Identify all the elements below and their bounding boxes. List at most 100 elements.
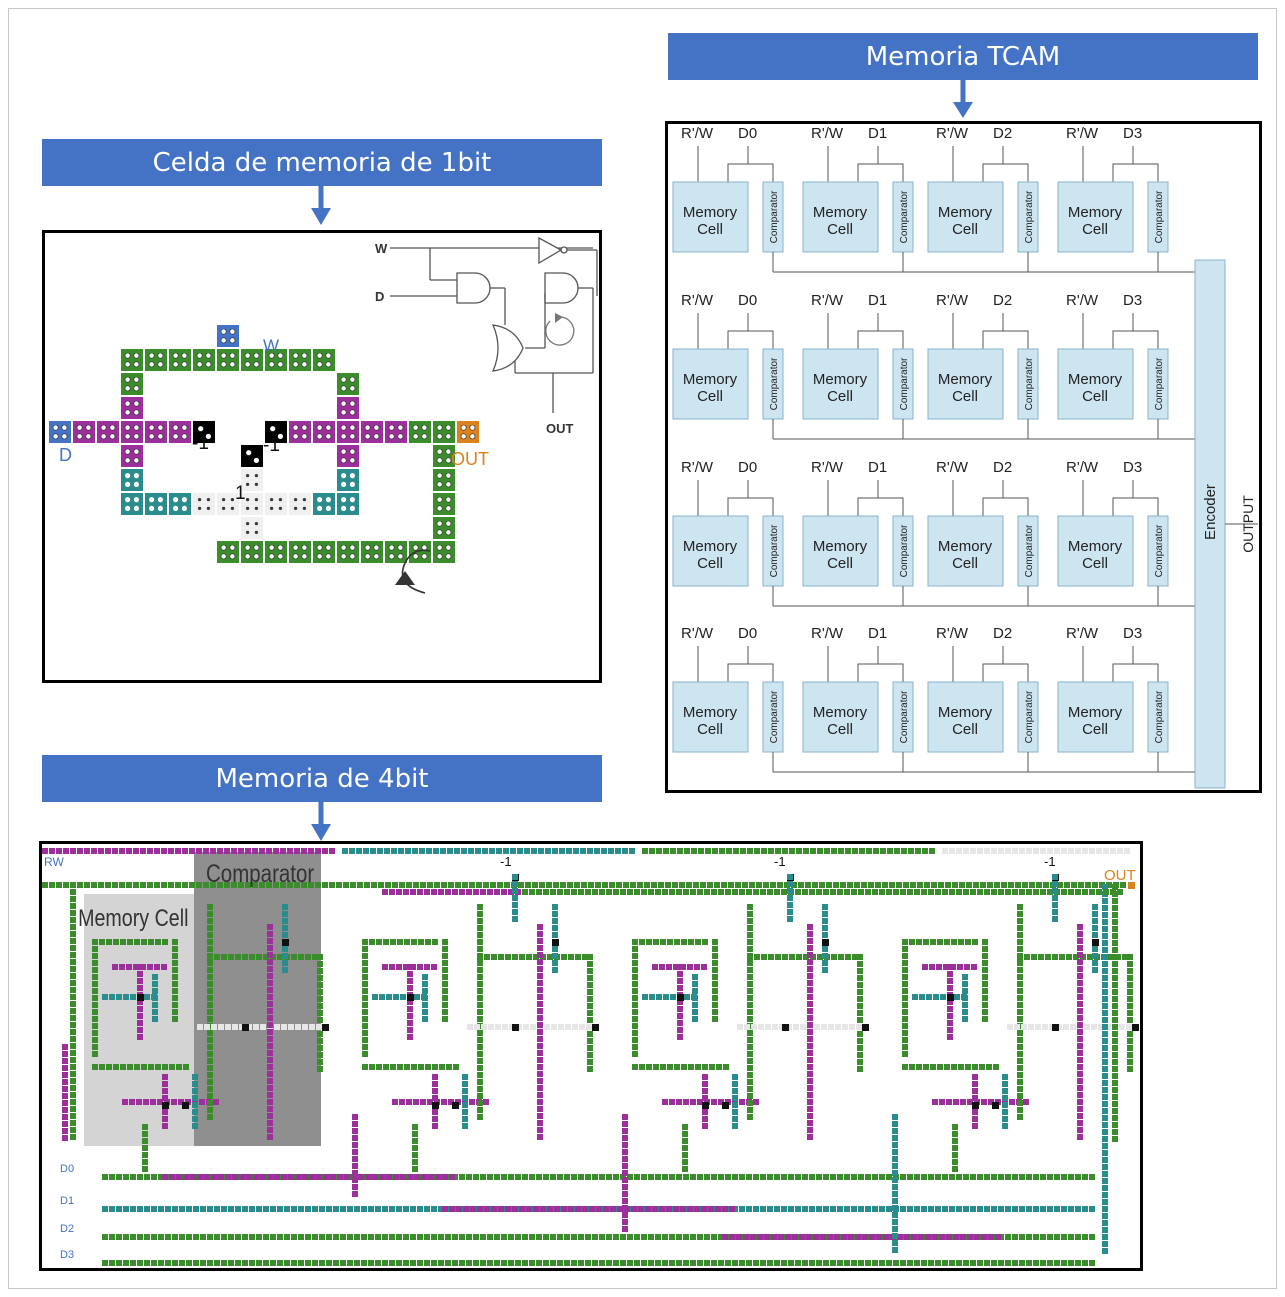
wire-pixel bbox=[537, 1085, 543, 1091]
wire-pixel bbox=[965, 939, 971, 945]
wire-pixel bbox=[106, 1064, 112, 1070]
wire-pixel bbox=[585, 1234, 591, 1240]
wire-pixel bbox=[652, 1206, 658, 1212]
wire-pixel bbox=[854, 882, 860, 888]
wire-pixel bbox=[925, 1234, 931, 1240]
wire-pixel bbox=[477, 1206, 483, 1212]
wire-pixel bbox=[386, 1174, 392, 1180]
wire-pixel bbox=[424, 1206, 430, 1212]
wire-pixel bbox=[419, 848, 425, 854]
wire-pixel bbox=[683, 889, 689, 895]
grid-tile bbox=[193, 349, 215, 371]
wire-pixel bbox=[902, 1044, 908, 1050]
wire-pixel bbox=[1102, 926, 1108, 932]
wire-pixel bbox=[116, 1260, 122, 1266]
wire-pixel bbox=[70, 1043, 76, 1049]
wire-pixel bbox=[781, 1174, 787, 1180]
grid-dot bbox=[61, 424, 68, 431]
wire-pixel bbox=[1061, 848, 1067, 854]
rw-label: R'/W bbox=[936, 625, 969, 642]
wire-pixel bbox=[1054, 1174, 1060, 1180]
wire-pixel bbox=[356, 848, 362, 854]
wire-pixel bbox=[62, 1100, 68, 1106]
wire-pixel bbox=[732, 1109, 738, 1115]
wire-pixel bbox=[746, 889, 752, 895]
grid-dot bbox=[364, 553, 371, 560]
wire-pixel bbox=[810, 848, 816, 854]
wire-pixel bbox=[352, 1191, 358, 1197]
wire-pixel bbox=[442, 960, 448, 966]
wire-pixel bbox=[411, 939, 417, 945]
wire-pixel bbox=[830, 1206, 836, 1212]
wire-pixel bbox=[1077, 1064, 1083, 1070]
wire-pixel bbox=[446, 1064, 452, 1070]
wire-pixel bbox=[677, 999, 683, 1005]
wire-pixel bbox=[277, 1234, 283, 1240]
wire-pixel bbox=[382, 1260, 388, 1266]
wire-pixel bbox=[428, 1174, 434, 1180]
wire-pixel bbox=[362, 1016, 368, 1022]
wire-pixel bbox=[442, 953, 448, 959]
gate-pixel bbox=[282, 939, 289, 946]
wire-pixel bbox=[204, 1174, 210, 1180]
grid-dot bbox=[340, 553, 347, 560]
wire-pixel bbox=[207, 1030, 213, 1036]
wire-pixel bbox=[617, 1206, 623, 1212]
wire-pixel bbox=[723, 1064, 729, 1070]
wire-pixel bbox=[432, 1074, 438, 1080]
wire-pixel bbox=[718, 1174, 724, 1180]
wire-pixel bbox=[1017, 1107, 1023, 1113]
wire-pixel bbox=[529, 889, 535, 895]
wire-pixel bbox=[536, 889, 542, 895]
wire-pixel bbox=[702, 1109, 708, 1115]
wire-pixel bbox=[830, 1174, 836, 1180]
memory-cell-label-line2: Cell bbox=[952, 388, 978, 405]
wire-pixel bbox=[362, 967, 368, 973]
wire-pixel bbox=[379, 994, 385, 1000]
wire-pixel bbox=[972, 1123, 978, 1129]
wire-pixel bbox=[972, 1064, 978, 1070]
wire-pixel bbox=[207, 932, 213, 938]
wire-pixel bbox=[196, 882, 202, 888]
wire-pixel bbox=[1112, 982, 1118, 988]
wire-pixel bbox=[214, 1234, 220, 1240]
wire-pixel bbox=[585, 1174, 591, 1180]
wire-pixel bbox=[1012, 1234, 1018, 1240]
wire-pixel bbox=[1102, 1164, 1108, 1170]
wire-pixel bbox=[554, 1206, 560, 1212]
wire-pixel bbox=[319, 1206, 325, 1212]
wire-pixel bbox=[939, 1234, 945, 1240]
wire-pixel bbox=[70, 980, 76, 986]
wire-pixel bbox=[592, 1174, 598, 1180]
wire-pixel bbox=[632, 981, 638, 987]
wire-pixel bbox=[260, 1174, 266, 1180]
wire-pixel bbox=[1077, 966, 1083, 972]
wire-pixel bbox=[267, 1127, 273, 1133]
wire-pixel bbox=[857, 954, 863, 960]
wire-pixel bbox=[469, 1099, 475, 1105]
wire-pixel bbox=[172, 953, 178, 959]
wire-pixel bbox=[1102, 1150, 1108, 1156]
wire-pixel bbox=[165, 1206, 171, 1212]
grid-dot bbox=[254, 530, 258, 534]
grid-dot bbox=[436, 457, 443, 464]
wire-pixel bbox=[62, 1086, 68, 1092]
wire-pixel bbox=[422, 974, 428, 980]
wire-pixel bbox=[200, 1206, 206, 1212]
wire-pixel bbox=[137, 999, 143, 1005]
grid-tile bbox=[217, 541, 239, 563]
wire-pixel bbox=[916, 1064, 922, 1070]
wire-pixel bbox=[200, 1260, 206, 1266]
wire-pixel bbox=[949, 1206, 955, 1212]
wire-pixel bbox=[1077, 1043, 1083, 1049]
wire-pixel bbox=[481, 1024, 487, 1030]
wire-pixel bbox=[747, 1107, 753, 1113]
grid-dot bbox=[364, 424, 371, 431]
wire-pixel bbox=[911, 1234, 917, 1240]
wire-pixel bbox=[571, 1174, 577, 1180]
wire-pixel bbox=[691, 848, 697, 854]
rw-label: R'/W bbox=[936, 459, 969, 476]
wire-pixel bbox=[349, 848, 355, 854]
wire-pixel bbox=[697, 1099, 703, 1105]
wire-pixel bbox=[172, 995, 178, 1001]
